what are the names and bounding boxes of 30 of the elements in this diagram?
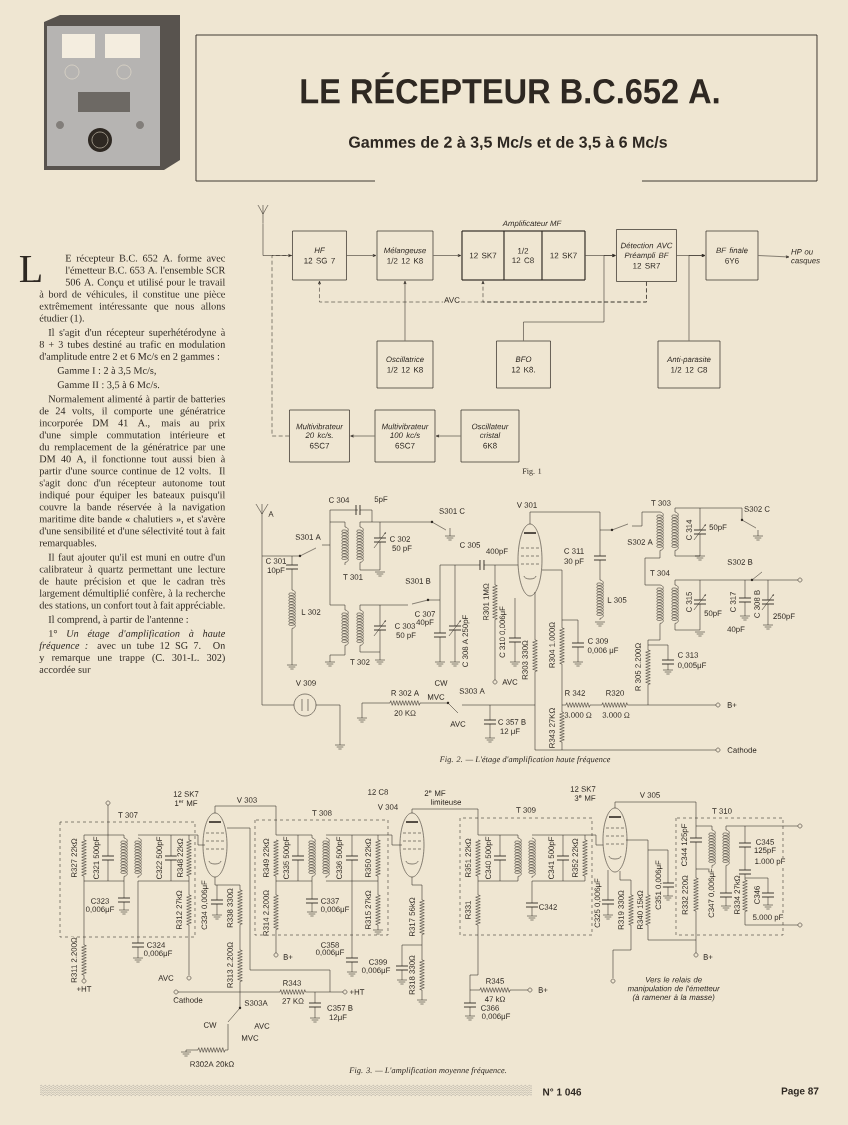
arrow xyxy=(262,223,292,257)
issue-number: N° 1 046 xyxy=(543,1088,582,1096)
paragraph: Gamme II : 3,5 à 6 Mc/s. xyxy=(57,381,160,390)
arrow xyxy=(758,255,790,259)
figure-caption: Fig. 1 xyxy=(521,468,543,476)
paragraph: Normalement alimenté à partir de batteries de 24 volts, il comporte une génératrice incorporée DM 41 A., mais au prix d'une simple commutation intérieure et du remplacement de la génératrice par une DM 40 A, il fonctionne tout aussi bien à partir d'une source continue de 12 volts. Il s'agit donc d'un récepteur autonome tout indiqué pour équiper les bateaux puisqu'il couvre la bande réservée à la navigation maritime dite bande « chalutiers », et s'avère d'une sensibilité et d'une sélectivité tout à fait remarquables. xyxy=(39,395,226,549)
block-box: 12 SK7 xyxy=(461,230,505,281)
arrow xyxy=(346,254,377,257)
figure-caption: Fig. 2. — L'étage d'amplification haute fréquence xyxy=(439,755,611,765)
arrow xyxy=(481,280,647,303)
title: LE RÉCEPTEUR B.C.652 A. xyxy=(301,72,719,104)
drop-cap: L xyxy=(19,255,41,283)
edge-label: AVC xyxy=(443,296,461,304)
block-box: 1/2 12 C8 xyxy=(503,230,543,281)
arrow xyxy=(435,434,461,438)
antenna-symbol xyxy=(257,204,269,224)
block-box: 12 SK7 xyxy=(541,230,586,281)
arrow xyxy=(523,254,616,341)
arrow xyxy=(403,280,407,341)
paragraph: Gamme I : 2 à 3,5 Mc/s, xyxy=(57,366,156,376)
page-number: Page 87 xyxy=(781,1087,819,1097)
subtitle: Gammes de 2 à 3,5 Mc/s et de 3,5 à 6 Mc/s xyxy=(349,135,667,151)
paragraph: Il faut ajouter qu'il est muni en outre d'un calibrateur à quartz permettant une lecture de haute précision et que le cadran très largement démultiplié confère, à la recherche des stations, un confort tout à fait appréciable. xyxy=(39,553,226,611)
arrow xyxy=(433,254,462,257)
paragraph: 1° Un étage d'amplification à haute fréquence : avec un tube 12 SG 7. On y remarque une trappe (C. 301-L. 302) accordée sur xyxy=(39,629,226,673)
paragraph: Il s'agit d'un récepteur superhétérodyne à 8 + 3 tubes destiné au trafic en modulation d'amplitude entre 2 et 6 Mc/s en 2 gammes : xyxy=(39,328,226,362)
paragraph: Il comprend, à partir de l'antenne : xyxy=(48,615,188,625)
arrow xyxy=(350,434,375,438)
arrow xyxy=(688,254,706,341)
figure-caption: Fig. 3. — L'amplification moyenne fréquence. xyxy=(348,1066,508,1076)
